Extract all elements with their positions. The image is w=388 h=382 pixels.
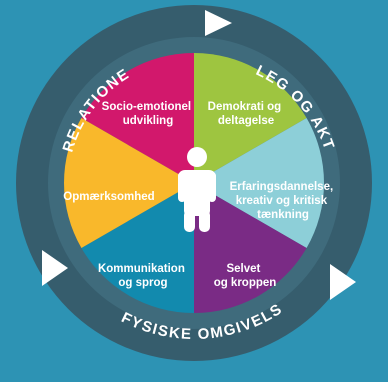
segment-label-erfaringsdannelse: Erfaringsdannelse, kreativ og kritisk tæ… [230,181,337,221]
segment-label-kommunikation: Kommunikation og sprog [98,263,188,289]
segment-kommunikation [81,183,194,313]
segment-label-demokrati: Demokrati og deltagelse [208,101,285,127]
segment-demokrati [194,53,307,183]
segment-socio-emotionel [81,53,194,183]
segment-opmaerksomhed [64,118,194,248]
segment-selvet [194,183,307,313]
child-figure-icon [178,147,216,232]
segment-label-socio-emotionel: Socio-emotionel udvikling [102,101,195,127]
segment-erfaringsdannelse [194,118,324,248]
segment-label-opmaerksomhed: Opmærksomhed [63,191,154,203]
play-triangle-icon [205,10,232,36]
play-triangle-icon [42,250,68,286]
segment-label-selvet: Selvet og kroppen [214,263,277,289]
segments [64,53,324,313]
play-triangle-icon [330,264,356,300]
